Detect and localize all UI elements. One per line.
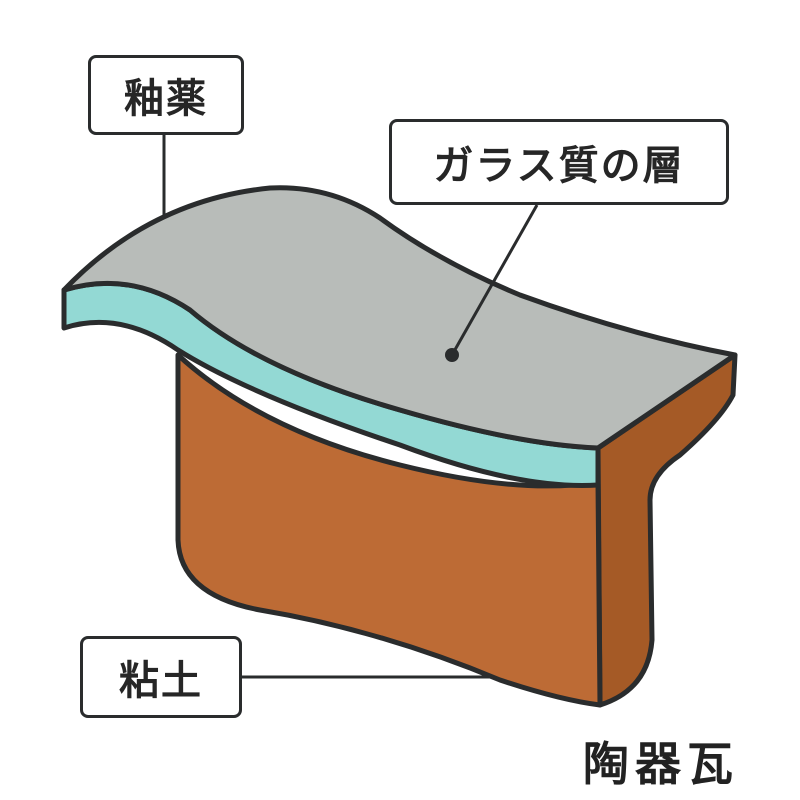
- clay-label: 粘土: [80, 636, 242, 718]
- glass-leader-dot: [445, 348, 459, 362]
- glaze-label-text: 釉薬: [124, 76, 208, 122]
- clay-label-text: 粘土: [119, 658, 203, 704]
- glass-leader-line: [450, 204, 539, 356]
- clay-side-face: [595, 352, 738, 708]
- clay-front-face: [175, 352, 603, 708]
- glaze-label: 釉薬: [88, 55, 244, 135]
- glass-layer-label-text: ガラス質の層: [433, 143, 685, 189]
- diagram-title: 陶器瓦: [583, 737, 739, 791]
- glaze-top-surface: [61, 185, 738, 451]
- glass-layer-label: ガラス質の層: [389, 119, 729, 205]
